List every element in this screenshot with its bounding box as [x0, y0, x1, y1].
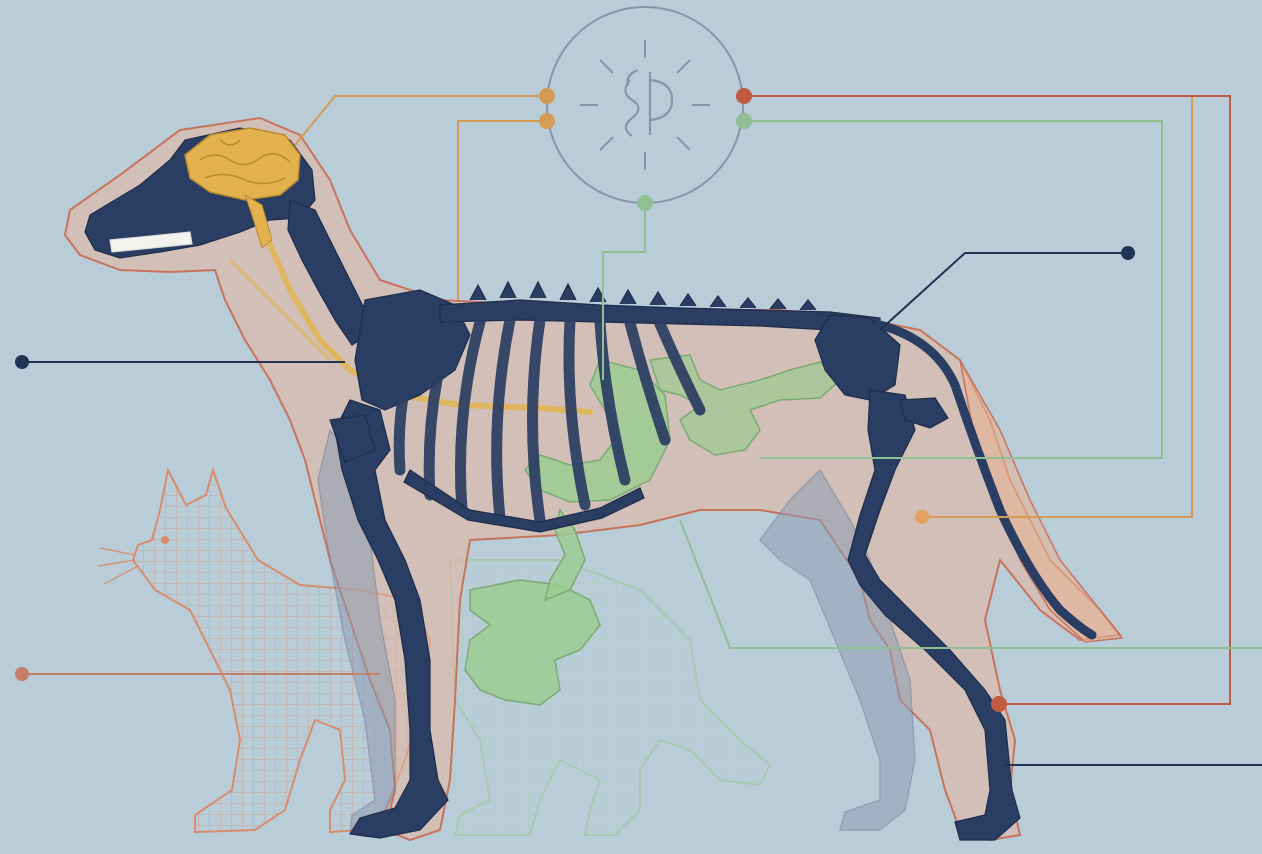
hind-body-dot[interactable] [915, 510, 929, 524]
nerve-dot[interactable] [539, 113, 555, 129]
green-dot[interactable] [736, 113, 752, 129]
cat-dot[interactable] [15, 667, 29, 681]
cat-whiskers [98, 548, 138, 584]
pelvis-dot[interactable] [1121, 246, 1135, 260]
ray [677, 137, 690, 150]
cat-eye [161, 536, 169, 544]
sun-rays [580, 40, 710, 170]
central-circle [547, 7, 743, 203]
brain-dot[interactable] [539, 88, 555, 104]
pelvis-leader [880, 253, 1128, 330]
symbolic-glyph-icon [625, 70, 672, 136]
red-dot[interactable] [736, 88, 752, 104]
ray [600, 137, 613, 150]
central-symbol [547, 7, 743, 203]
ray [600, 60, 613, 73]
organs-dot[interactable] [637, 195, 653, 211]
neck-dot[interactable] [15, 355, 29, 369]
ray [677, 60, 690, 73]
hock-joint-dot[interactable] [991, 696, 1007, 712]
nerve-leader [458, 121, 547, 300]
